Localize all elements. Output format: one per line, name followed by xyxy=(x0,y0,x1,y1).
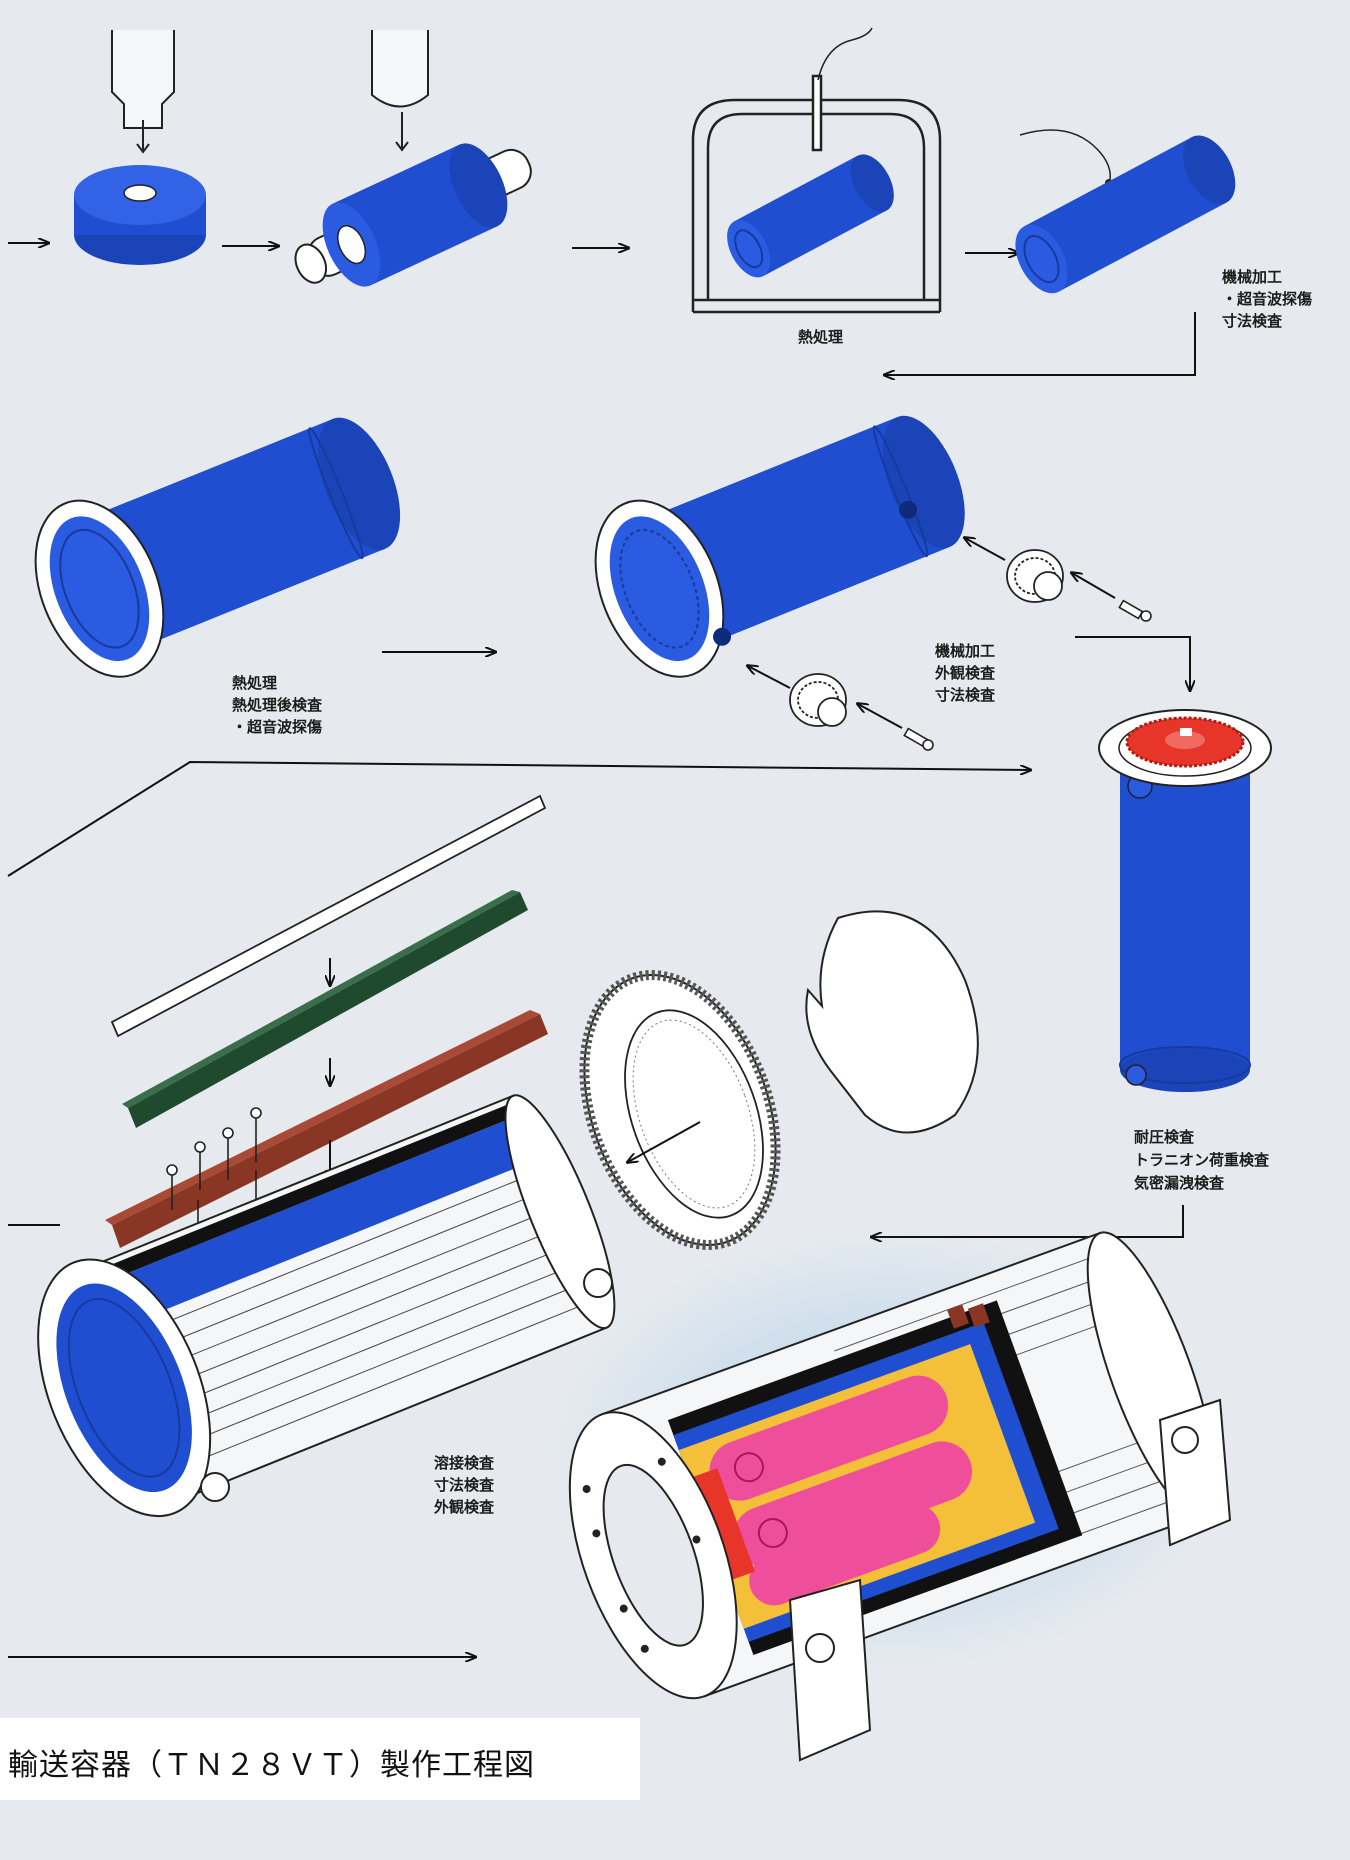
saddle-support-front xyxy=(788,1578,872,1762)
label-heat-treatment: 熱処理 xyxy=(798,328,843,346)
green-rail xyxy=(122,890,528,1128)
shield-ring-arrow xyxy=(628,1121,701,1162)
mandrel-forging xyxy=(294,143,532,287)
label-machining-1a: 機械加工 xyxy=(1222,268,1282,286)
bolt-lower xyxy=(903,727,934,751)
label-machining-1b: ・超音波探傷 xyxy=(1222,290,1312,308)
label-weld-a: 溶接検査 xyxy=(434,1454,495,1472)
forged-ring-billet xyxy=(74,165,206,265)
flow-arrow-return-1 xyxy=(885,312,1196,375)
label-weld-b: 寸法検査 xyxy=(434,1476,495,1494)
finned-cask-assembly xyxy=(37,1094,616,1518)
label-machining-2c: 寸法検査 xyxy=(935,686,996,704)
machined-shell-with-trunnion-holes xyxy=(594,415,965,678)
trunnion-arrows-upper xyxy=(965,538,1116,599)
label-machining-2b: 外観検査 xyxy=(934,664,996,682)
furnace-workpiece xyxy=(727,154,894,278)
label-heat-treatment-2a: 熱処理 xyxy=(232,674,277,692)
label-pressure-c: 気密漏洩検査 xyxy=(1134,1174,1225,1192)
machined-cylinder xyxy=(1015,135,1236,294)
label-weld-c: 外観検査 xyxy=(433,1498,495,1516)
label-heat-treatment-2b: 熱処理後検査 xyxy=(232,696,323,714)
bolt-upper xyxy=(1118,599,1152,622)
label-pressure-b: トラニオン荷重検査 xyxy=(1134,1151,1270,1169)
label-heat-treatment-2c: ・超音波探傷 xyxy=(232,718,322,736)
flat-strip xyxy=(110,794,547,1038)
upright-cask-body xyxy=(1098,709,1272,1092)
trunnion-upper xyxy=(1006,549,1064,603)
press-ram-1 xyxy=(111,30,175,154)
flow-arrow-long-row2 xyxy=(7,760,1030,877)
label-machining-2a: 機械加工 xyxy=(935,642,995,660)
end-cover-plate xyxy=(805,910,979,1134)
saddle-support-rear xyxy=(1158,1398,1232,1547)
diagram-caption: 輸送容器（ＴＮ２８ＶＴ）製作工程図 xyxy=(8,1748,535,1783)
neutron-shield-ring xyxy=(579,970,781,1250)
flow-arrow-to-upright xyxy=(1075,636,1190,690)
trunnion-lower xyxy=(789,673,847,727)
completed-cask-cutaway xyxy=(550,1230,1232,1762)
forged-shell-with-flange xyxy=(34,417,401,678)
brown-rail xyxy=(105,1010,548,1248)
heat-treatment-furnace xyxy=(691,27,942,314)
label-machining-1c: 寸法検査 xyxy=(1222,312,1283,330)
flow-arrow-return-2 xyxy=(872,1205,1184,1237)
press-ram-2 xyxy=(371,30,429,152)
label-pressure-a: 耐圧検査 xyxy=(1134,1128,1195,1146)
ultrasonic-probe-cable xyxy=(1019,129,1113,187)
caption-panel xyxy=(0,1718,640,1800)
trunnion-arrows-lower xyxy=(748,666,903,729)
